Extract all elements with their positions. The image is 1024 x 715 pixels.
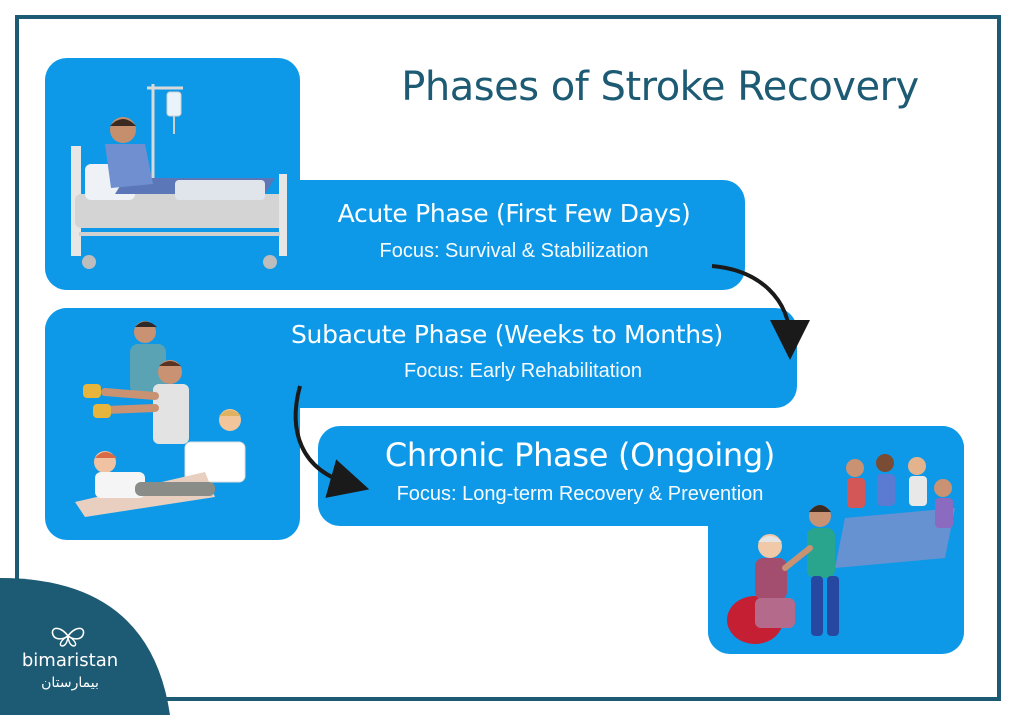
logo-arabic: بيمارستان <box>41 675 99 691</box>
phase-focus-chronic: Focus: Long-term Recovery & Prevention <box>396 483 764 505</box>
page-title: Phases of Stroke Recovery <box>401 64 919 110</box>
phase-title-chronic: Chronic Phase (Ongoing) <box>384 436 776 474</box>
phase-title-subacute: Subacute Phase (Weeks to Months) <box>290 320 723 349</box>
phase-focus-acute: Focus: Survival & Stabilization <box>379 240 649 262</box>
group-therapy-illustration <box>727 454 955 644</box>
physiotherapy-illustration <box>75 321 246 517</box>
logo-wordmark: bimaristan <box>21 650 119 671</box>
butterfly-logo-icon <box>51 627 85 647</box>
phase-title-acute: Acute Phase (First Few Days) <box>337 199 691 228</box>
logo-background <box>0 578 170 715</box>
phase-focus-subacute: Focus: Early Rehabilitation <box>404 360 642 382</box>
hospital-bed-illustration <box>71 84 287 269</box>
